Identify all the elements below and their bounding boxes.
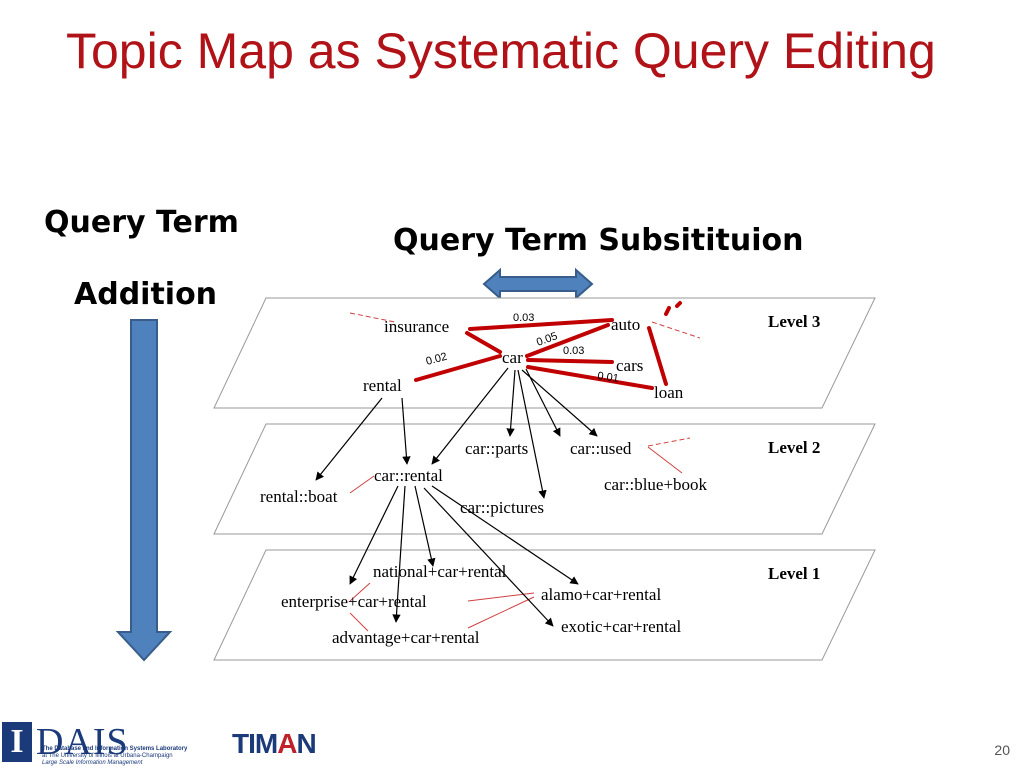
level1-plane — [213, 549, 876, 661]
node-cars: cars — [616, 356, 643, 375]
node-car-rental: car::rental — [374, 466, 443, 485]
substitution-arrow — [482, 267, 594, 301]
node-car-pictures: car::pictures — [460, 498, 544, 517]
timan-suffix: N — [296, 728, 316, 759]
node-rental: rental — [363, 376, 402, 395]
edge-auto-fragment — [664, 306, 671, 316]
substitution-label: Query Term Subsitituion — [393, 223, 804, 258]
slide-title: Topic Map as Systematic Query Editing — [66, 23, 936, 79]
node-auto: auto — [611, 315, 640, 334]
node-car-blue-book: car::blue+book — [604, 475, 708, 494]
weight-car-rental: 0.02 — [425, 351, 449, 368]
arrow-car-carused-2 — [525, 368, 561, 437]
node-loan: loan — [654, 383, 684, 402]
edge-car-loan — [526, 365, 654, 390]
node-enterprise-car-rental: enterprise+car+rental — [281, 592, 427, 611]
edge-car-cars — [526, 358, 614, 364]
lab-line1: The Database and Information Systems Lab… — [42, 746, 188, 752]
level3-label: Level 3 — [768, 312, 820, 331]
lab-line3: Large Scale Information Management — [42, 760, 143, 766]
arrow-car-carpictures — [517, 369, 547, 499]
edge-car-auto — [525, 323, 610, 358]
page-number: 20 — [994, 742, 1010, 758]
arrow-carrental-advantage — [392, 485, 406, 623]
addition-arrow — [115, 319, 173, 662]
dashed-edge — [647, 437, 691, 447]
lab-line2: at The University of Illinois at Urbana-… — [42, 753, 173, 759]
addition-label: Addition — [74, 277, 218, 312]
arrow-carrental-alamo — [431, 485, 579, 585]
level2-plane — [213, 423, 876, 535]
thin-edge — [349, 475, 375, 494]
node-exotic-car-rental: exotic+car+rental — [561, 617, 681, 636]
thin-edge — [467, 596, 535, 629]
edge-insurance-auto — [468, 318, 614, 331]
node-alamo-car-rental: alamo+car+rental — [541, 585, 661, 604]
node-insurance: insurance — [384, 317, 449, 336]
arrow-car-carrental — [431, 367, 509, 465]
arrow-rental-rentalboat — [315, 397, 383, 481]
level1-label: Level 1 — [768, 564, 820, 583]
thin-edge — [349, 612, 369, 632]
node-advantage-car-rental: advantage+car+rental — [332, 628, 480, 647]
timan-a: A — [277, 728, 297, 759]
arrow-carrental-exotic — [423, 487, 554, 627]
timan-logo: TIMAN — [232, 728, 317, 760]
weight-car-loan: 0.01 — [597, 370, 620, 385]
arrow-carrental-national — [414, 485, 436, 567]
arrow-rental-carrental — [401, 397, 411, 465]
illinois-logo: I — [2, 722, 32, 762]
thin-edge — [647, 446, 683, 474]
arrow-car-carused — [521, 369, 598, 437]
weight-car-cars: 0.03 — [563, 345, 584, 357]
node-car-parts: car::parts — [465, 439, 528, 458]
dais-lab-caption: The Database and Information Systems Lab… — [42, 746, 232, 767]
timan-prefix: TIM — [232, 728, 278, 759]
node-car: car — [502, 348, 523, 367]
node-rental-boat: rental::boat — [260, 487, 338, 506]
query-term-label: Query Term — [44, 205, 239, 240]
level3-plane — [213, 297, 876, 409]
arrow-carrental-enterprise — [349, 485, 399, 585]
edge-car-rental — [414, 354, 502, 382]
edge-auto-fragment — [675, 301, 682, 308]
node-car-used: car::used — [570, 439, 632, 458]
arrow-car-carparts — [506, 369, 516, 437]
edge-insurance-car — [465, 331, 502, 354]
edge-auto-loan — [647, 326, 668, 386]
level2-label: Level 2 — [768, 438, 820, 457]
node-national-car-rental: national+car+rental — [373, 562, 507, 581]
weight-insurance-auto: 0.03 — [513, 312, 534, 324]
thin-edge — [349, 582, 371, 602]
dashed-edge — [651, 321, 701, 339]
dais-logo: DAIS — [36, 721, 129, 763]
